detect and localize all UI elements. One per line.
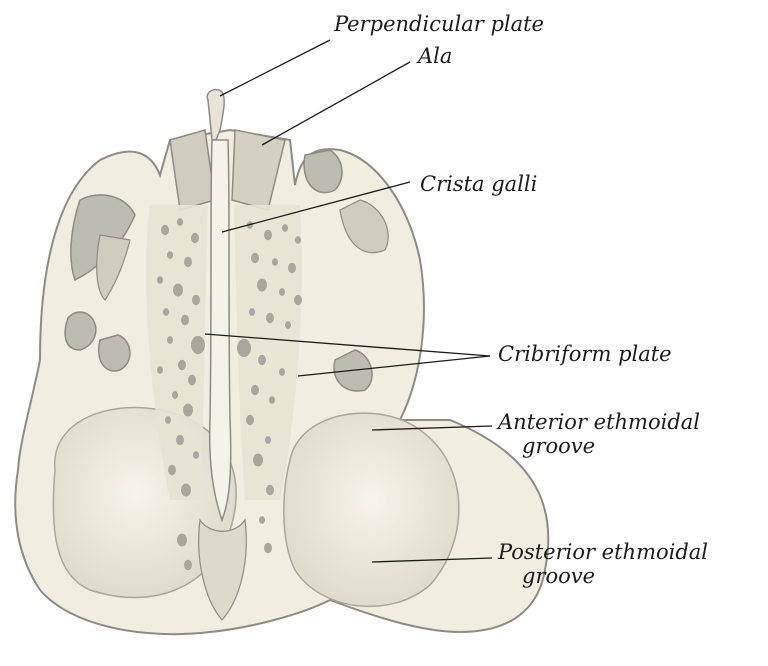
foramen [192, 294, 200, 306]
foramen [191, 232, 199, 244]
foramen [177, 218, 183, 226]
foramen [264, 542, 272, 554]
foramen [177, 533, 187, 547]
leader-lines [204, 39, 493, 563]
leader-posterior-groove [371, 557, 493, 563]
foramen [163, 308, 169, 316]
foramen [172, 391, 178, 399]
foramen [246, 414, 254, 426]
foramen [249, 308, 255, 316]
foramen [294, 294, 302, 306]
foramen [191, 335, 205, 355]
right-cavity-upper [303, 149, 343, 194]
foramen [157, 276, 163, 284]
foramen [266, 484, 274, 496]
left-cavity-mid [96, 234, 131, 301]
foramen [181, 314, 189, 326]
foramen [176, 434, 184, 446]
cribriform-foramina [157, 218, 302, 571]
leader-cribriform-2 [297, 355, 491, 377]
foramen [282, 224, 288, 232]
left-cavity-lower [64, 311, 97, 351]
leader-cribriform-1 [204, 333, 491, 357]
foramen [251, 384, 259, 396]
left-cavity-small [98, 334, 131, 372]
foramen [285, 321, 291, 329]
crista-lower-ridge [198, 518, 247, 621]
foramen [157, 366, 163, 374]
foramen [266, 312, 274, 324]
foramen [167, 336, 173, 344]
foramen [237, 338, 251, 358]
foramen [183, 403, 193, 417]
leader-anterior-groove [371, 425, 493, 431]
foramen [272, 258, 278, 266]
label-posterior-ethmoidal-groove: Posterior ethmoidal groove [498, 540, 708, 588]
label-crista-galli: Crista galli [420, 172, 538, 196]
foramen [258, 354, 266, 366]
foramen [269, 396, 275, 404]
foramen [184, 256, 192, 268]
leader-perpendicular-plate [219, 39, 331, 97]
leader-ala [261, 61, 411, 146]
label-posterior-line2: groove [522, 564, 596, 589]
foramen [167, 251, 173, 259]
crista-galli-shape [208, 139, 232, 523]
foramen [193, 451, 199, 459]
foramen [165, 416, 171, 424]
foramen [288, 262, 296, 274]
foramen [188, 374, 196, 386]
label-cribriform-plate: Cribriform plate [498, 342, 672, 366]
foramen [265, 436, 271, 444]
perpendicular-plate-shape [206, 88, 225, 141]
label-anterior-line2: groove [522, 434, 596, 459]
foramen [264, 229, 272, 241]
foramen [168, 464, 176, 476]
foramen [184, 559, 192, 571]
foramen [279, 368, 285, 376]
foramen [295, 236, 301, 244]
foramen [251, 252, 259, 264]
label-posterior-line1: Posterior ethmoidal [498, 540, 709, 564]
right-lower-mass [283, 412, 460, 608]
label-ala: Ala [418, 44, 453, 68]
cribriform-right-region [234, 205, 302, 500]
foramen [257, 278, 267, 292]
foramen [279, 288, 285, 296]
right-cavity-mid [339, 199, 389, 254]
foramen [253, 453, 263, 467]
foramen [181, 483, 191, 497]
label-perpendicular-plate: Perpendicular plate [334, 12, 544, 36]
label-anterior-ethmoidal-groove: Anterior ethmoidal groove [498, 410, 700, 458]
label-anterior-line1: Anterior ethmoidal [498, 410, 701, 434]
foramen [259, 516, 265, 524]
foramen [178, 359, 186, 371]
foramen [173, 283, 183, 297]
foramen [161, 224, 169, 236]
leader-crista-galli [221, 181, 411, 233]
